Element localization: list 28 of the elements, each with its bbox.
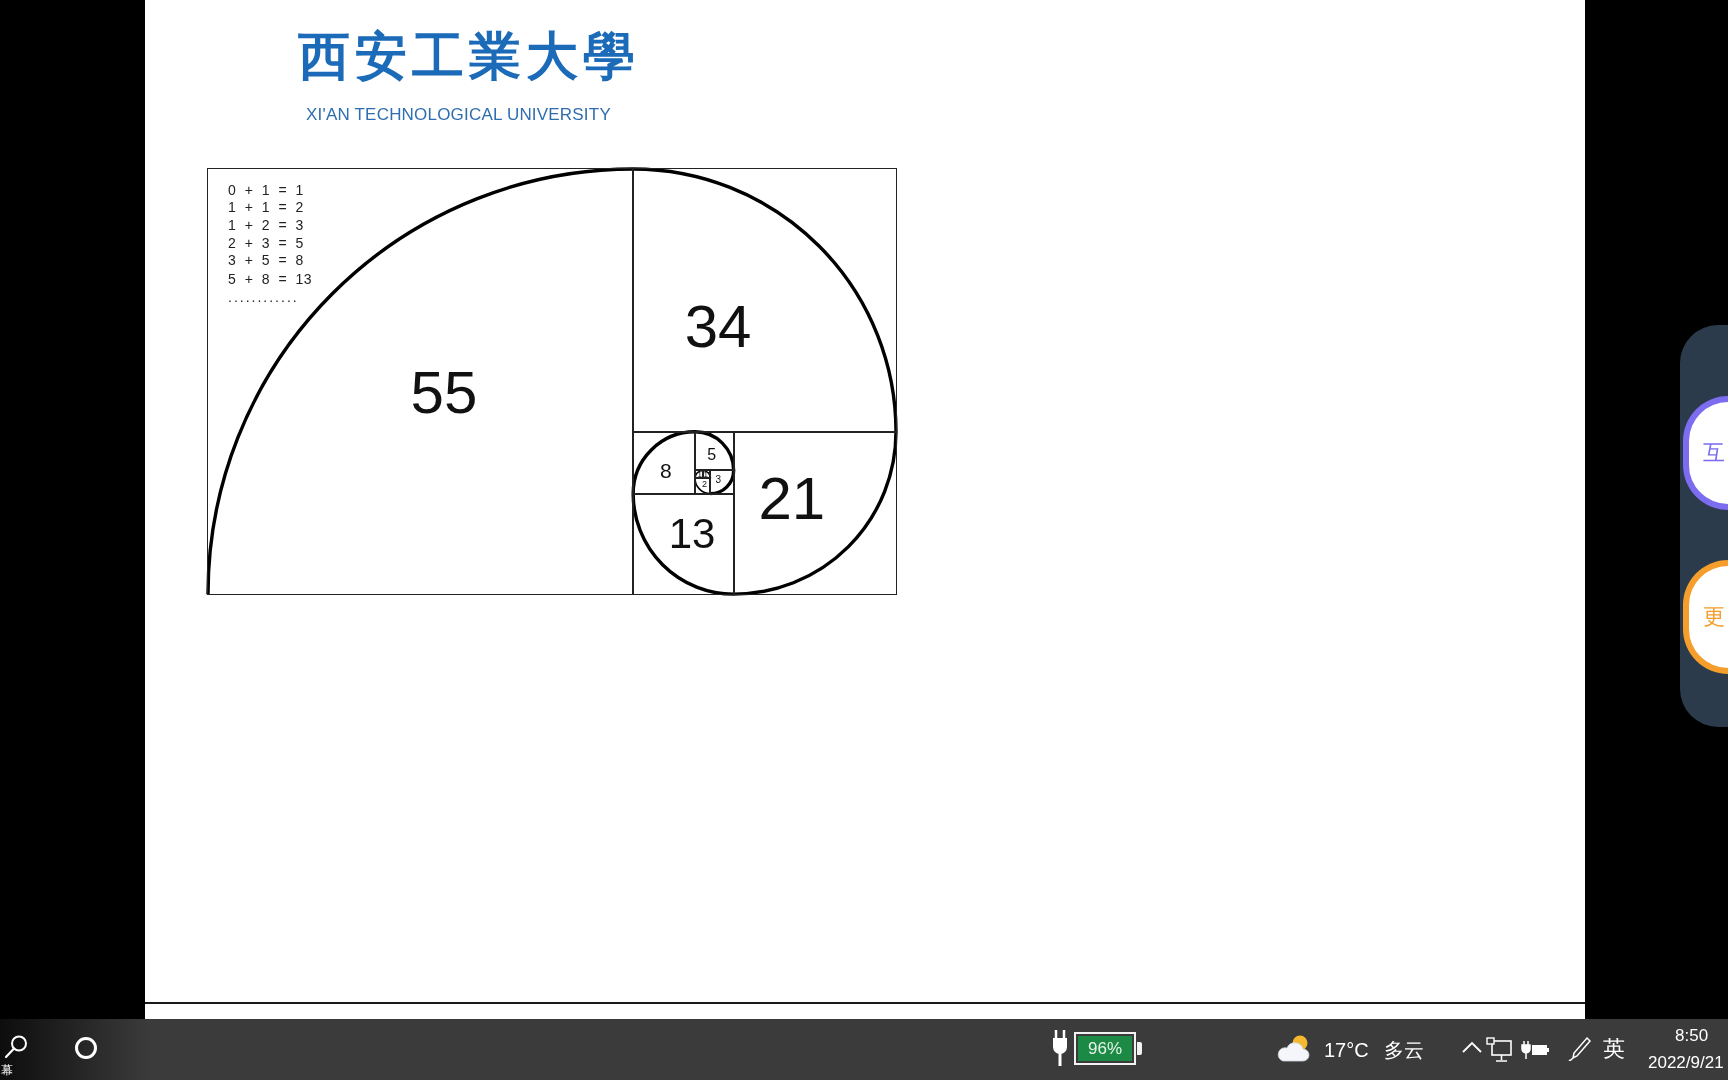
- equation-text: 5 + 8 = 13: [228, 272, 313, 286]
- weather-text: 多云: [1384, 1040, 1424, 1060]
- equation-text: 2 + 3 = 5: [228, 236, 304, 250]
- number-label: 3: [715, 474, 722, 485]
- equation-text: 1 + 1 = 2: [228, 200, 304, 214]
- number-label: 1: [697, 470, 702, 479]
- number-label: 13: [668, 512, 716, 555]
- round-button: 互: [1683, 396, 1728, 510]
- ellipsis-text: ............: [228, 290, 299, 304]
- equation-text: 1 + 2 = 3: [228, 218, 304, 232]
- time-text: 8:50: [1675, 1027, 1709, 1044]
- calligraphy-title: 西安工業大學: [298, 30, 640, 82]
- number-label: 8: [660, 459, 672, 481]
- number-label: 5: [707, 446, 717, 463]
- number-label: 55: [410, 363, 478, 424]
- battery-indicator: 96%: [1074, 1032, 1136, 1065]
- number-label: 1: [703, 470, 709, 479]
- taskbar-text: 幕: [1, 1064, 13, 1076]
- number-label: 34: [684, 296, 752, 357]
- subtitle-text: XI'AN TECHNOLOGICAL UNIVERSITY: [306, 106, 611, 123]
- round-button: 更: [1683, 560, 1728, 674]
- equation-text: 3 + 5 = 8: [228, 253, 304, 267]
- temperature-text: 17°C: [1324, 1040, 1369, 1060]
- number-label: 2: [702, 479, 708, 489]
- input-language-text: 英: [1603, 1038, 1625, 1060]
- date-text: 2022/9/21: [1648, 1054, 1724, 1071]
- equation-text: 0 + 1 = 1: [228, 183, 304, 197]
- number-label: 21: [758, 469, 826, 530]
